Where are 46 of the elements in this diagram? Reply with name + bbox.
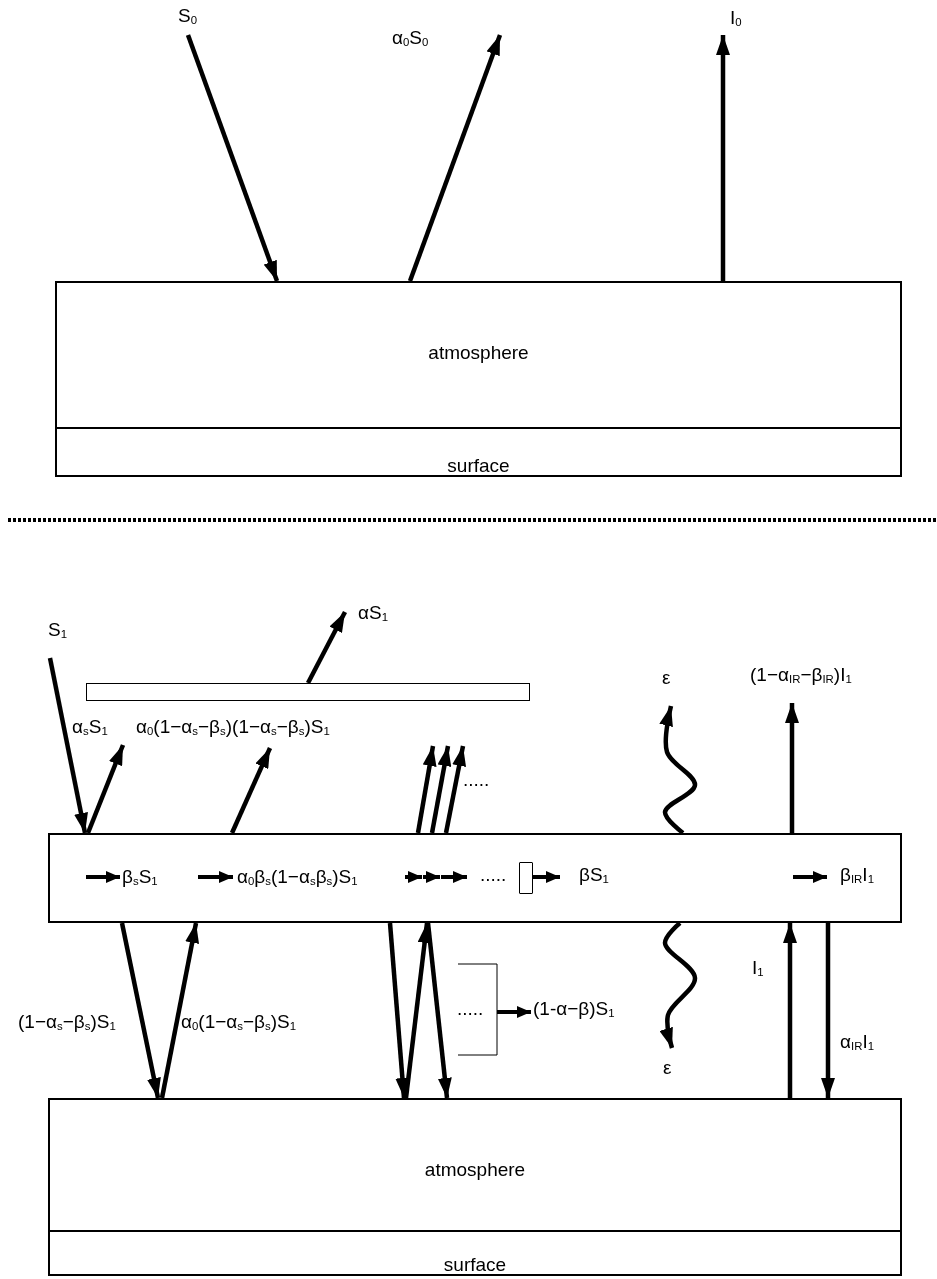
flux-term: (1-α−β)S$_{1}$ [533, 999, 615, 1020]
bar-shape [86, 683, 530, 701]
layer-label: atmosphere [423, 1160, 527, 1181]
surface-layer [48, 1230, 902, 1276]
wavy-arrow [659, 705, 698, 835]
arrow [306, 610, 347, 685]
arrow [47, 657, 88, 834]
arrow [407, 34, 503, 282]
arrow [429, 745, 452, 834]
flux-term: β$_{IR}$I$_{1}$ [840, 865, 874, 886]
arrow [185, 34, 280, 282]
small-box [519, 862, 533, 894]
arrow [716, 35, 730, 281]
layer-label: surface [446, 456, 511, 477]
edge-label: α$_{0}$(1−α$_{s}$−β$_{s}$)(1−α$_{s}$−β$_{s}$)S$_{1}$ [136, 717, 330, 738]
flux-term: ..... [480, 865, 507, 886]
edge-label: αS$_{1}$ [358, 603, 388, 624]
edge-label: S$_{1}$ [48, 620, 68, 641]
atmosphere-layer [55, 281, 902, 429]
arrow [159, 922, 200, 1099]
edge-label: S$_{0}$ [178, 6, 198, 27]
edge-label: I$_{1}$ [752, 958, 764, 979]
arrow [119, 922, 161, 1099]
surface-layer [55, 427, 902, 477]
edge-label: (1−α$_{IR}$−β$_{IR}$)I$_{1}$ [750, 665, 852, 686]
layer-label: surface [442, 1255, 508, 1276]
edge-label: I$_{0}$ [730, 8, 742, 29]
arrow [443, 745, 467, 834]
arrow [783, 923, 797, 1098]
layer-label: atmosphere [427, 343, 530, 364]
arrow [229, 747, 273, 834]
edge-label: α$_{0}$(1−α$_{s}$−β$_{s}$)S$_{1}$ [181, 1012, 297, 1033]
edge-label: (1−α$_{s}$−β$_{s}$)S$_{1}$ [18, 1012, 116, 1033]
arrow [425, 922, 452, 1099]
edge-label: α$_{0}$S$_{0}$ [392, 28, 429, 49]
arrow [85, 744, 126, 834]
atmosphere-layer [48, 1098, 902, 1232]
flux-term: α$_{0}$β$_{s}$(1−α$_{s}$β$_{s}$)S$_{1}$ [237, 867, 358, 888]
edge-label: α$_{IR}$I$_{1}$ [840, 1032, 874, 1053]
flux-term: β$_{s}$S$_{1}$ [122, 867, 158, 888]
arrow [785, 703, 799, 833]
atmosphere-layer [48, 833, 902, 923]
flux-term: βS$_{1}$ [579, 865, 609, 886]
arrow [415, 745, 437, 834]
arrow [821, 923, 835, 1098]
edge-label: α$_{s}$S$_{1}$ [72, 717, 108, 738]
